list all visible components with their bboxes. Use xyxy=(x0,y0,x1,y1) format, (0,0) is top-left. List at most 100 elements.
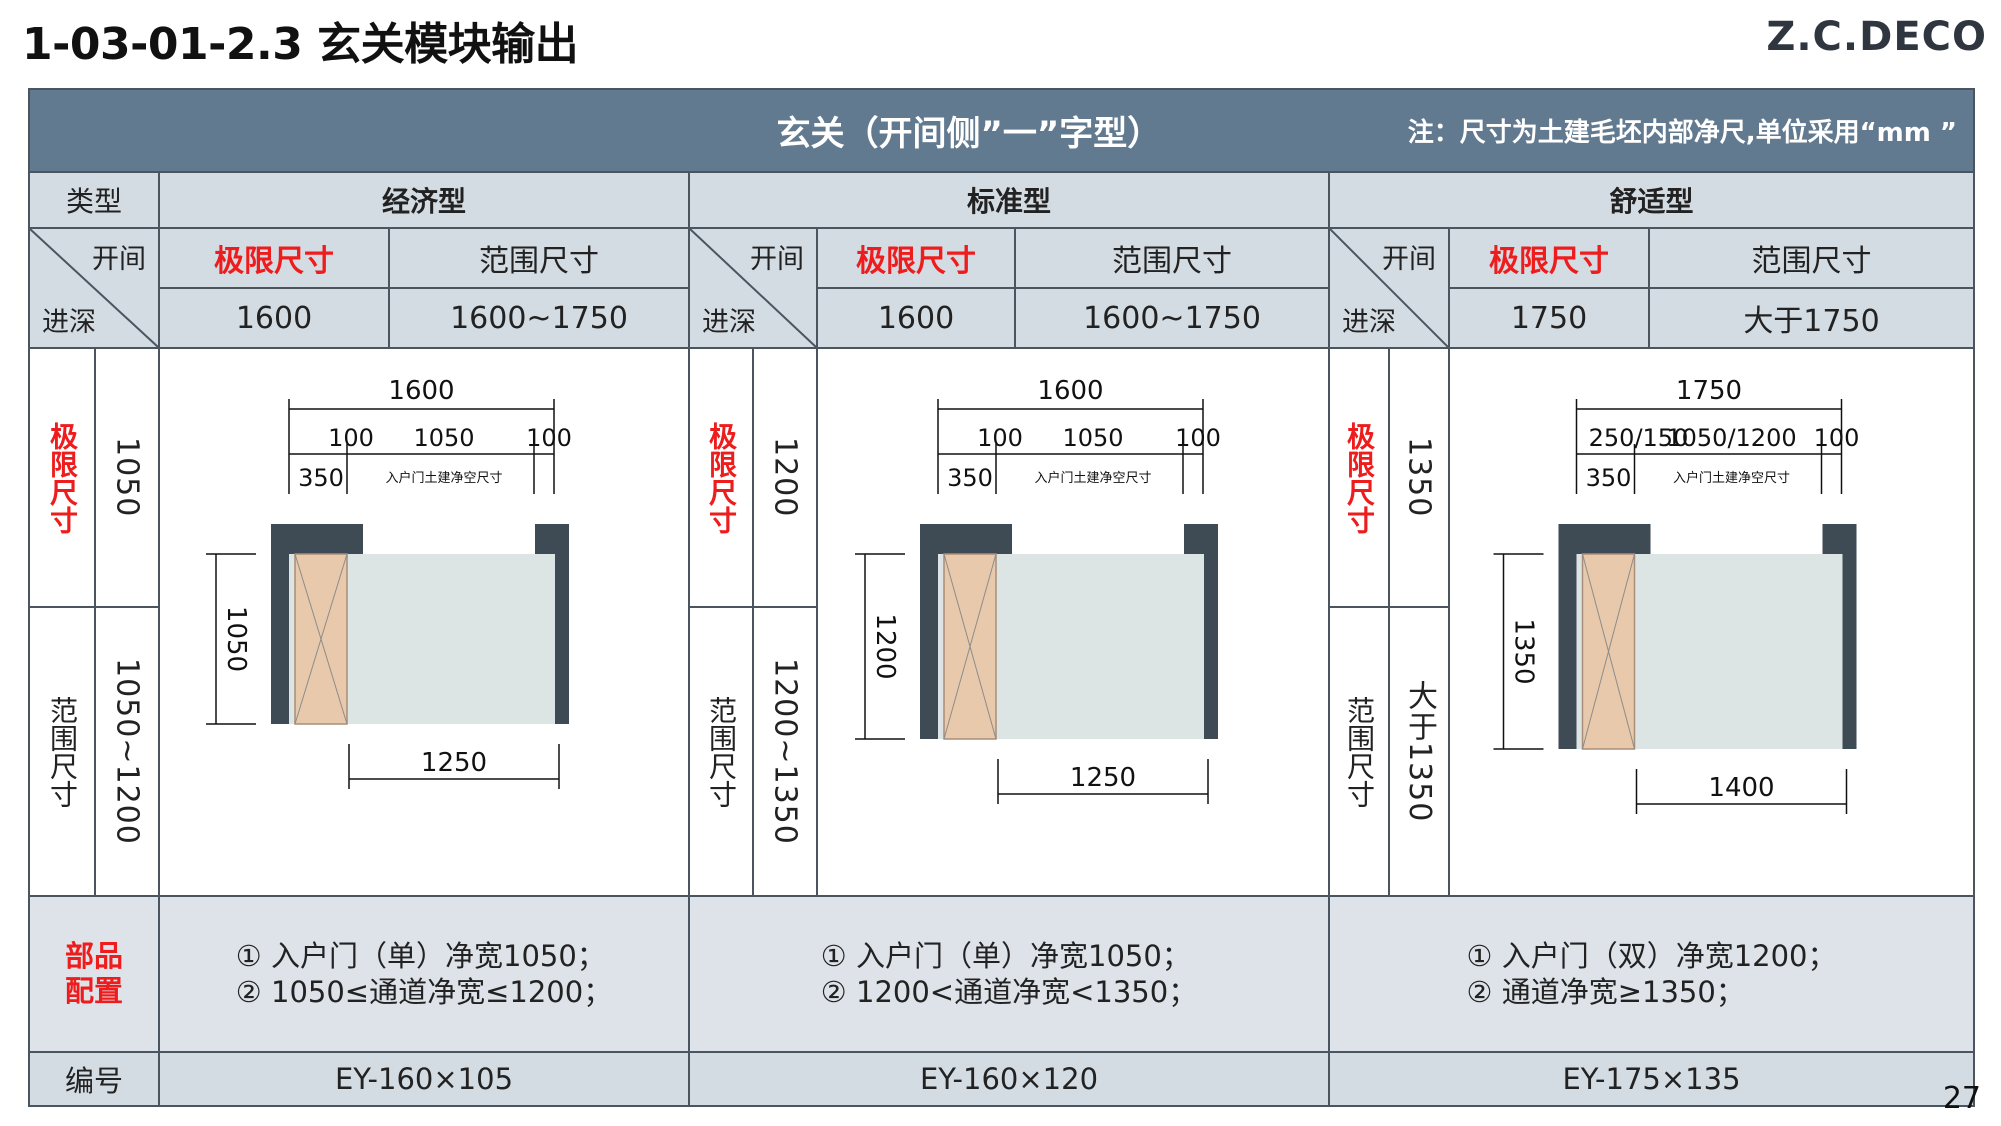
side-dim-text: 1050 xyxy=(221,606,251,672)
parts-comfort: ① 入户门（双）净宽1200； ② 通道净宽≥1350； xyxy=(1328,895,1975,1053)
limit-depth-comfort: 1350 xyxy=(1388,347,1450,608)
limit-depth-row: 极限尺寸 1050 1600 100 1050 100 350 入户门土建净空尺寸 1050… xyxy=(28,347,1975,897)
range-vertical-text: 范围尺寸 xyxy=(1343,695,1376,808)
left-wall xyxy=(1558,524,1577,749)
range-width-comfort: 大于1750 xyxy=(1648,287,1975,349)
type-economy: 经济型 xyxy=(158,171,690,229)
range-depth-value: 1200~1350 xyxy=(767,658,803,845)
dim-left-text: 100 xyxy=(328,424,374,452)
header-cell: 玄关（开间侧”一”字型） 注：尺寸为土建毛坯内部净尺,单位采用“mm ” xyxy=(28,88,1975,173)
limit-vertical-label: 极限尺寸 xyxy=(28,347,96,608)
open-label: 开间 xyxy=(750,244,804,275)
parts-item: ② 1050≤通道净宽≤1200； xyxy=(235,975,613,1009)
bottom-dim-text: 1400 xyxy=(1708,773,1774,803)
dim-total-text: 1750 xyxy=(1676,376,1742,406)
code-comfort: EY-175×135 xyxy=(1328,1051,1975,1107)
code-row: 编号 EY-160×105 EY-160×120 EY-175×135 xyxy=(28,1051,1975,1107)
door-note-text: 入户门土建净空尺寸 xyxy=(1673,470,1790,486)
cabinet-cross xyxy=(943,553,997,740)
limit-depth-value: 1350 xyxy=(1401,437,1437,518)
cabinet-cross xyxy=(1582,553,1635,750)
limit-label-economy: 极限尺寸 xyxy=(158,227,390,289)
limit-vertical-text: 极限尺寸 xyxy=(1343,421,1376,534)
dim-door-text: 350 xyxy=(298,464,344,492)
limit-vertical-text: 极限尺寸 xyxy=(705,421,738,534)
header-row: 玄关（开间侧”一”字型） 注：尺寸为土建毛坯内部净尺,单位采用“mm ” xyxy=(28,88,1975,173)
dim-right-text: 100 xyxy=(1175,424,1221,452)
limit-label-comfort: 极限尺寸 xyxy=(1448,227,1650,289)
range-vertical-label: 范围尺寸 xyxy=(28,606,96,897)
left-wall xyxy=(920,524,938,739)
limit-vertical-label: 极限尺寸 xyxy=(1328,347,1390,608)
code-economy: EY-160×105 xyxy=(158,1051,690,1107)
left-wall xyxy=(271,524,289,724)
dim-mid-text: 1050/1200 xyxy=(1666,424,1796,452)
dim-right-text: 100 xyxy=(1814,424,1860,452)
limit-depth-value: 1050 xyxy=(109,437,145,518)
side-dim-text: 1350 xyxy=(1509,618,1539,684)
range-label-comfort: 范围尺寸 xyxy=(1648,227,1975,289)
range-vertical-text: 范围尺寸 xyxy=(46,695,79,808)
right-wall xyxy=(1204,524,1218,739)
range-width-standard: 1600~1750 xyxy=(1014,287,1330,349)
limit-vertical-label: 极限尺寸 xyxy=(688,347,754,608)
diag-header-standard: 开间 进深 xyxy=(688,227,818,349)
parts-item: ② 通道净宽≥1350； xyxy=(1466,975,1745,1009)
range-depth-standard: 1200~1350 xyxy=(752,606,818,897)
page-number: 27 xyxy=(1942,1081,1981,1116)
type-label: 类型 xyxy=(28,171,160,229)
dim-total-text: 1600 xyxy=(388,376,454,406)
range-depth-value: 1050~1200 xyxy=(109,658,145,845)
code-label: 编号 xyxy=(28,1051,160,1107)
page-title: 1-03-01-2.3 玄关模块输出 xyxy=(22,19,579,70)
parts-item: ② 1200<通道净宽<1350； xyxy=(820,975,1198,1009)
right-wall xyxy=(1842,524,1857,749)
range-vertical-label: 范围尺寸 xyxy=(688,606,754,897)
cabinet-cross xyxy=(294,553,348,725)
range-depth-value: 大于1350 xyxy=(1402,680,1437,823)
top-left-wall xyxy=(1558,524,1651,554)
range-label-standard: 范围尺寸 xyxy=(1014,227,1330,289)
dim-right-text: 100 xyxy=(526,424,572,452)
entrance-module-table: 玄关（开间侧”一”字型） 注：尺寸为土建毛坯内部净尺,单位采用“mm ” 类型 … xyxy=(28,88,1975,1107)
dim-door-text: 350 xyxy=(1586,464,1632,492)
bottom-dim-text: 1250 xyxy=(1070,763,1136,793)
top-left-wall xyxy=(920,524,1012,554)
parts-item: ① 入户门（单）净宽1050； xyxy=(235,938,606,973)
diag-header-economy: 开间 进深 xyxy=(28,227,160,349)
header-note: 注：尺寸为土建毛坯内部净尺,单位采用“mm ” xyxy=(1407,118,1957,148)
top-left-wall xyxy=(271,524,363,554)
depth-label: 进深 xyxy=(1342,307,1396,338)
type-row: 类型 经济型 标准型 舒适型 xyxy=(28,171,1975,229)
limit-depth-standard: 1200 xyxy=(752,347,818,608)
open-label-row: 开间 进深 极限尺寸 范围尺寸 开间 进深 极限尺寸 范围尺寸 开间 进深 极限… xyxy=(28,227,1975,349)
open-label: 开间 xyxy=(92,244,146,275)
parts-item: ① 入户门（双）净宽1200； xyxy=(1466,938,1837,973)
dim-total-text: 1600 xyxy=(1037,376,1103,406)
dim-left-text: 250/150 xyxy=(1589,424,1689,452)
open-label: 开间 xyxy=(1382,244,1436,275)
limit-width-standard: 1600 xyxy=(816,287,1016,349)
right-wall xyxy=(555,524,569,724)
door-note-text: 入户门土建净空尺寸 xyxy=(1034,470,1151,486)
parts-label-text: 部品配置 xyxy=(64,939,123,1008)
depth-label: 进深 xyxy=(702,307,756,338)
parts-label: 部品配置 xyxy=(28,895,160,1053)
code-standard: EY-160×120 xyxy=(688,1051,1330,1107)
parts-standard: ① 入户门（单）净宽1050； ② 1200<通道净宽<1350； xyxy=(688,895,1330,1053)
range-width-economy: 1600~1750 xyxy=(388,287,690,349)
header-title: 玄关（开间侧”一”字型） xyxy=(776,114,1162,154)
depth-label: 进深 xyxy=(42,307,96,338)
range-label-economy: 范围尺寸 xyxy=(388,227,690,289)
dim-mid-text: 1050 xyxy=(413,424,474,452)
limit-depth-economy: 1050 xyxy=(94,347,160,608)
type-standard: 标准型 xyxy=(688,171,1330,229)
limit-vertical-text: 极限尺寸 xyxy=(46,421,79,534)
dim-mid-text: 1050 xyxy=(1062,424,1123,452)
